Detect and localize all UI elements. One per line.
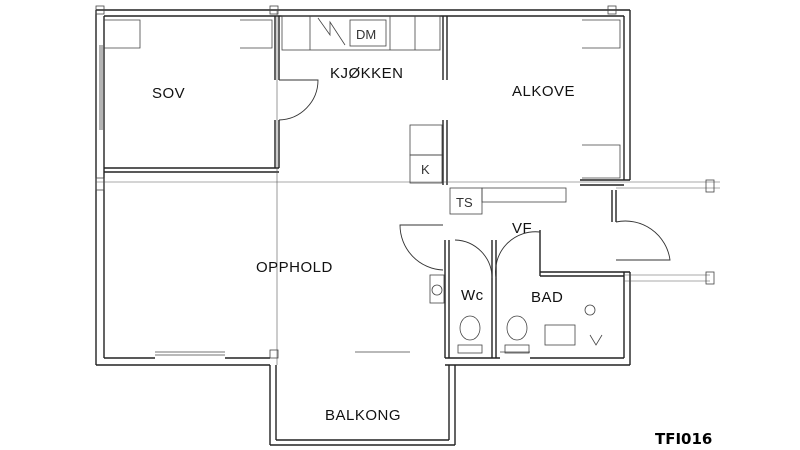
balcony [269,365,456,446]
plan-code: TFI016 [655,430,712,448]
room-label-balkong: BALKONG [325,407,401,424]
corner-markers [95,5,617,359]
wardrobes [104,19,621,179]
room-label-kjokken: KJØKKEN [330,65,404,82]
fixture-label-dm: DM [356,27,376,42]
room-label-bad: BAD [531,289,563,306]
room-label-sov: SOV [152,85,185,102]
room-label-opphold: OPPHOLD [256,259,333,276]
sanitary-fixtures [429,274,603,354]
room-label-alkove: ALKOVE [512,83,575,100]
kitchen-k-unit [409,124,443,184]
outer-walls [95,9,631,366]
interior-walls [104,16,630,358]
door-vf [399,224,444,271]
grid-lines [96,10,720,365]
fixture-label-ts: TS [456,195,473,210]
room-label-vf: VF [512,220,532,237]
fixture-label-k: K [421,162,430,177]
doors [278,79,671,279]
kitchen-counter [281,15,441,51]
room-label-wc: Wc [461,287,484,304]
